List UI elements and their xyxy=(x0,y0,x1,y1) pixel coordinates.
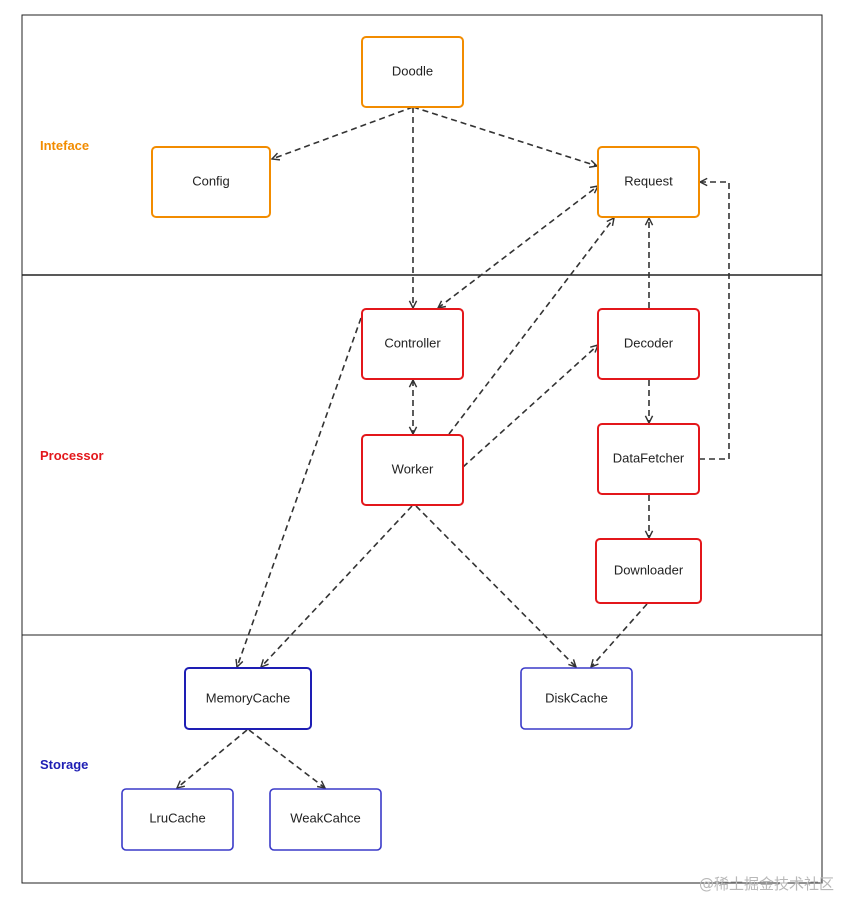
watermark: @稀土掘金技术社区 xyxy=(698,875,834,893)
processor-layer-label: Processor xyxy=(40,448,104,463)
node-controller: Controller xyxy=(361,308,464,380)
edge-controller-request xyxy=(438,186,598,308)
node-config-label: Config xyxy=(192,173,230,188)
edge-memorycache-to-lrucache xyxy=(177,729,248,788)
interface-layer-label: Inteface xyxy=(40,138,89,153)
node-datafetcher-label: DataFetcher xyxy=(613,450,685,465)
edge-worker-to-decoder xyxy=(462,345,598,468)
edge-controller-to-memorycache xyxy=(237,317,362,667)
diagram-frame xyxy=(21,14,823,884)
node-datafetcher: DataFetcher xyxy=(597,423,700,495)
edge-worker-to-memorycache xyxy=(261,505,413,667)
storage-layer-label: Storage xyxy=(40,757,88,772)
edge-datafetcher-to-request xyxy=(699,182,730,460)
node-memorycache: MemoryCache xyxy=(184,667,312,730)
node-doodle-label: Doodle xyxy=(392,63,433,78)
node-memorycache-label: MemoryCache xyxy=(206,690,291,705)
node-request: Request xyxy=(597,146,700,218)
edge-group xyxy=(177,106,730,788)
node-decoder: Decoder xyxy=(597,308,700,380)
node-worker: Worker xyxy=(361,434,464,506)
edge-worker-to-request xyxy=(448,218,614,435)
node-weakcache-label: WeakCahce xyxy=(290,810,361,825)
node-diskcache: DiskCache xyxy=(520,667,633,730)
node-diskcache-label: DiskCache xyxy=(545,690,608,705)
node-config: Config xyxy=(151,146,271,218)
edge-doodle-to-config xyxy=(272,106,414,159)
node-decoder-label: Decoder xyxy=(624,335,674,350)
node-request-label: Request xyxy=(624,173,673,188)
node-doodle: Doodle xyxy=(361,36,464,108)
edge-downloader-to-diskcache xyxy=(591,603,648,667)
node-lrucache-label: LruCache xyxy=(149,810,205,825)
edge-doodle-to-request xyxy=(412,106,597,166)
node-worker-label: Worker xyxy=(392,461,434,476)
node-downloader: Downloader xyxy=(595,538,702,604)
node-lrucache: LruCache xyxy=(121,788,234,851)
node-weakcache: WeakCahce xyxy=(269,788,382,851)
node-downloader-label: Downloader xyxy=(614,562,684,577)
edge-memorycache-to-weakcache xyxy=(248,729,325,788)
node-controller-label: Controller xyxy=(384,335,441,350)
edge-worker-to-diskcache xyxy=(415,505,576,667)
